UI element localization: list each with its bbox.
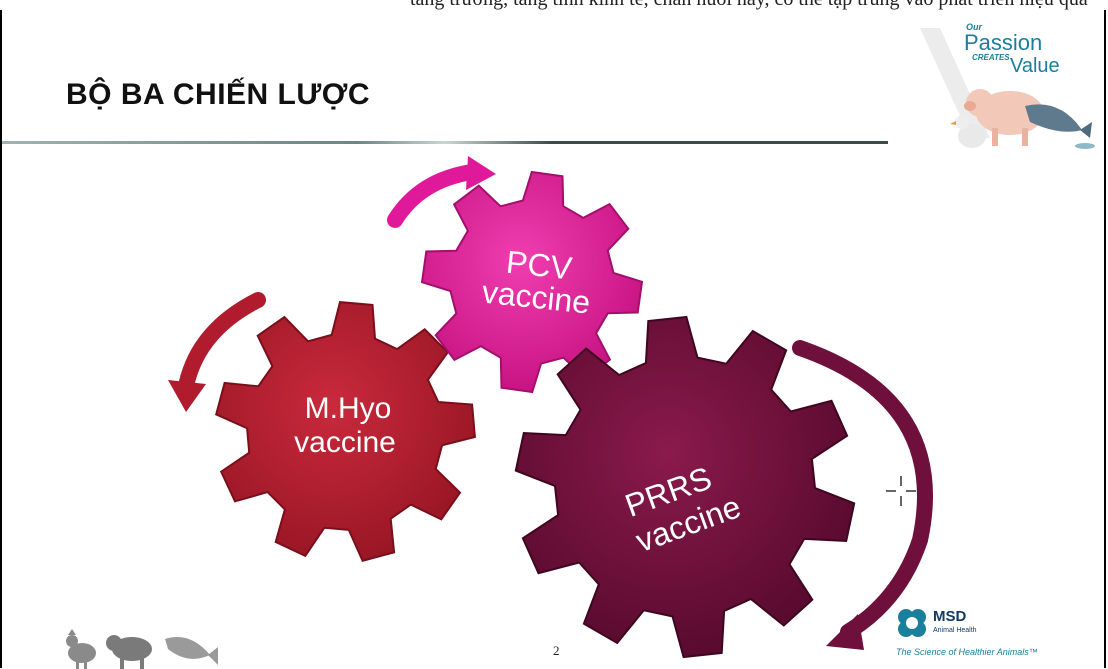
msd-name: MSD	[933, 608, 967, 625]
arrow-top-icon	[387, 156, 496, 228]
previous-slide-text-strip: tăng trưởng, tăng tính kinh tế, chăn nuô…	[0, 0, 1108, 12]
tagline-value: Value	[1010, 55, 1060, 77]
title-divider	[2, 141, 888, 144]
arrow-right-icon	[792, 340, 933, 650]
pig-silhouette-icon	[106, 635, 152, 669]
msd-tagline: The Science of Healthier Animals™	[896, 647, 1038, 657]
chicken-icon	[950, 115, 986, 148]
strategy-gears-diagram: M.Hyo vaccine PCV vaccine PRRS vaccine	[168, 156, 933, 659]
tagline-passion: Passion	[964, 30, 1042, 55]
prrs-gear: PRRS vaccine	[514, 315, 856, 659]
farm-animals-logo	[66, 629, 218, 669]
chicken-silhouette-icon	[66, 629, 96, 669]
mhyo-gear: M.Hyo vaccine	[215, 301, 476, 562]
msd-subtitle: Animal Health	[933, 627, 977, 634]
passion-value-logo: Our Passion CREATES Value	[900, 18, 1100, 158]
tagline-creates: CREATES	[972, 53, 1010, 62]
pcv-gear: PCV vaccine	[420, 170, 644, 394]
msd-logo: MSD Animal Health The Science of Healthi…	[893, 604, 1093, 664]
crosshair-cursor-icon	[886, 476, 916, 506]
arrow-left-icon	[168, 292, 266, 412]
cut-header-text: tăng trưởng, tăng tính kinh tế, chăn nuô…	[410, 0, 1088, 11]
slide-title: BỘ BA CHIẾN LƯỢC	[66, 78, 371, 111]
mhyo-gear-sublabel: vaccine	[294, 426, 396, 459]
fish-icon	[1025, 104, 1092, 138]
pig-icon	[964, 89, 1044, 146]
mhyo-gear-label: M.Hyo	[305, 392, 392, 425]
fish-silhouette-icon	[165, 637, 218, 665]
page-number: 2	[553, 643, 560, 658]
msd-emblem-icon	[898, 609, 926, 637]
pcv-gear-label: PCV	[505, 244, 575, 287]
tagline-our: Our	[966, 22, 982, 32]
